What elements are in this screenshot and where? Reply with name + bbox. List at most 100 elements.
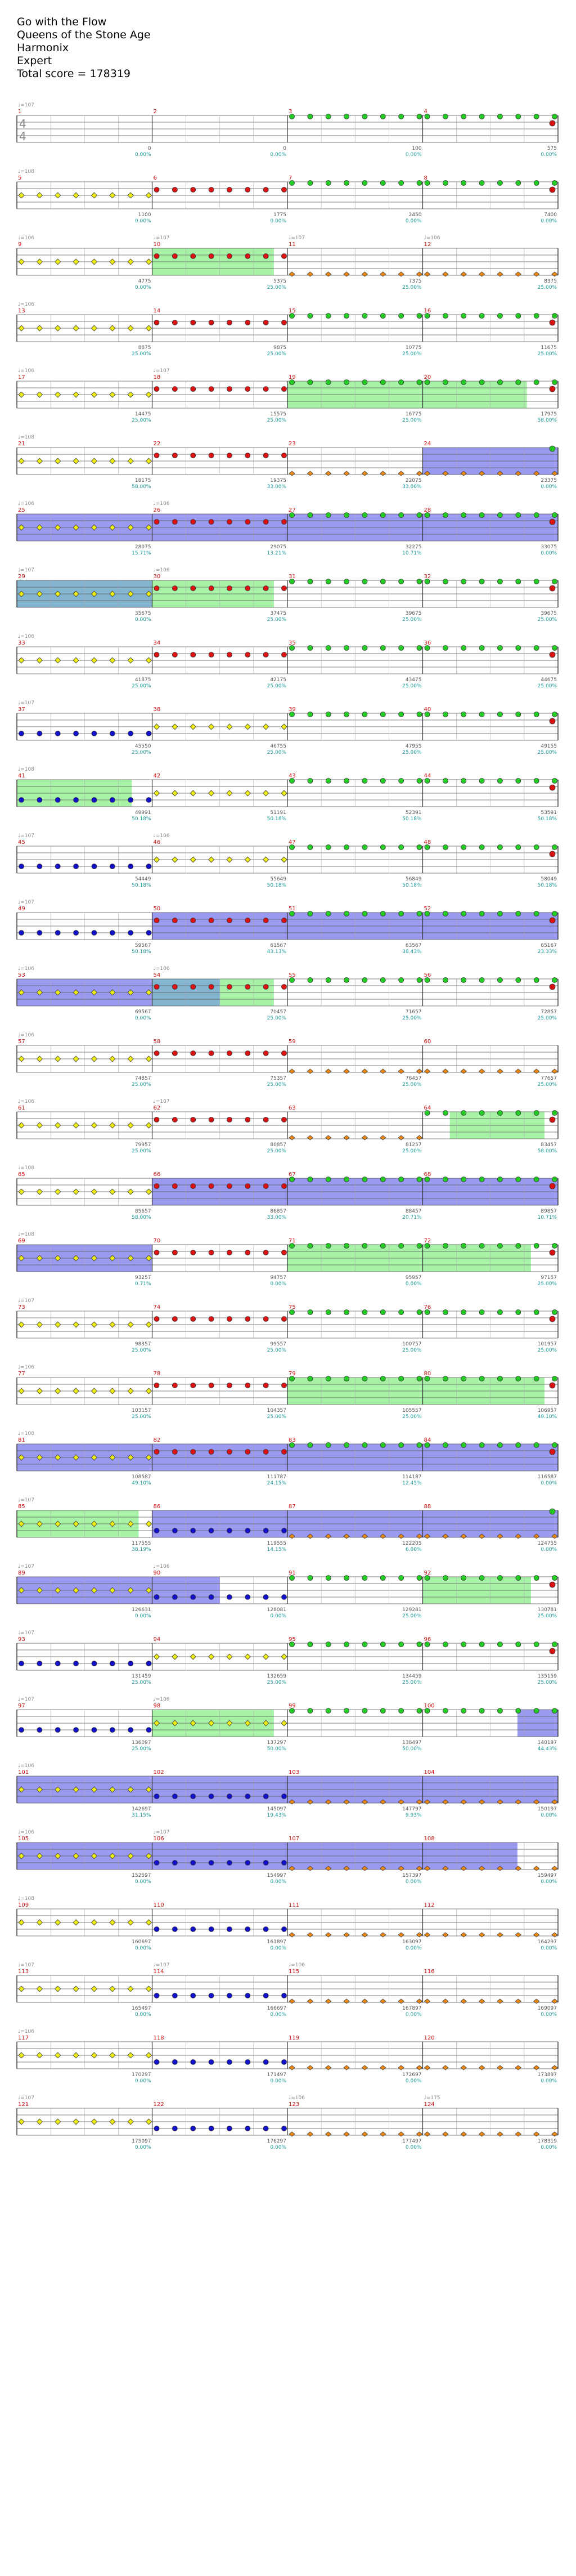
- yellow-note: [109, 458, 116, 464]
- measure-number: 69: [18, 1238, 25, 1244]
- orange-note: [398, 1068, 404, 1074]
- bpm-marker: ♩=107: [154, 368, 170, 374]
- orange-note: [361, 1932, 368, 1938]
- yellow-note: [36, 391, 43, 398]
- yellow-note: [145, 1388, 152, 1394]
- green-note: [461, 579, 467, 584]
- blue-note: [154, 1926, 160, 1932]
- yellow-note: [73, 1587, 79, 1594]
- measure-percent: 0.00%: [135, 617, 151, 623]
- measure-percent: 23.33%: [538, 949, 557, 955]
- green-note: [461, 1575, 467, 1581]
- green-note: [289, 778, 295, 784]
- measure-score: 76457: [406, 1076, 422, 1081]
- yellow-note: [18, 325, 25, 332]
- yellow-note: [109, 2118, 116, 2125]
- red-note: [154, 1117, 160, 1122]
- green-note: [424, 844, 430, 850]
- measure-percent: 33.00%: [267, 484, 287, 490]
- green-note: [515, 844, 521, 850]
- red-note: [281, 585, 287, 591]
- bpm-marker: ♩=108: [18, 1431, 34, 1437]
- measure-score: 7375: [409, 279, 422, 284]
- yellow-note: [109, 1520, 116, 1527]
- green-note: [398, 114, 404, 119]
- blue-note: [245, 2126, 251, 2131]
- green-note: [424, 1376, 430, 1381]
- green-note: [552, 512, 557, 518]
- measure-score: 104357: [267, 1408, 286, 1414]
- red-note: [154, 1250, 160, 1255]
- bpm-marker: ♩=106: [18, 1830, 34, 1835]
- blue-note: [281, 1860, 287, 1866]
- orange-note: [398, 271, 404, 277]
- green-note: [380, 1309, 386, 1315]
- green-note: [424, 1110, 430, 1116]
- green-note: [497, 512, 503, 518]
- orange-note: [442, 271, 449, 277]
- yellow-note: [36, 1985, 43, 1992]
- measure-number: 6: [154, 175, 157, 181]
- yellow-note: [73, 1321, 79, 1328]
- green-note: [307, 1309, 313, 1315]
- yellow-note: [145, 458, 152, 464]
- bpm-marker: ♩=106: [18, 1365, 34, 1370]
- measure-score: 10775: [406, 345, 422, 351]
- blue-note: [281, 1528, 287, 1533]
- measure-percent: 0.00%: [135, 1613, 151, 1619]
- yellow-note: [73, 1388, 79, 1394]
- measure-score: 44675: [541, 677, 557, 683]
- bpm-marker: ♩=106: [18, 966, 34, 972]
- measure-percent: 25.00%: [132, 683, 151, 689]
- measure-number: 28: [424, 507, 431, 513]
- measure-number: 42: [154, 773, 161, 779]
- orange-note: [442, 471, 449, 476]
- orange-note: [551, 2065, 558, 2070]
- orange-note: [478, 471, 485, 476]
- measure-percent: 25.00%: [402, 750, 422, 755]
- green-note: [442, 844, 448, 850]
- yellow-note: [172, 1653, 178, 1660]
- blue-note: [190, 2059, 196, 2065]
- green-note: [442, 1442, 448, 1448]
- red-note: [172, 1316, 178, 1322]
- orange-note: [416, 271, 423, 277]
- orange-note: [497, 471, 503, 476]
- orange-note: [343, 271, 350, 277]
- yellow-note: [153, 790, 160, 797]
- green-note: [362, 180, 368, 186]
- green-note: [398, 1575, 404, 1581]
- measure-number: 17: [18, 374, 25, 381]
- measure-score: 100: [412, 146, 421, 151]
- green-note: [552, 180, 557, 186]
- measure-number: 4: [424, 109, 428, 115]
- green-note: [344, 379, 349, 385]
- blue-note: [245, 1993, 251, 1998]
- measure-number: 56: [424, 972, 431, 978]
- red-note: [227, 585, 232, 591]
- green-note: [515, 1309, 521, 1315]
- yellow-note: [55, 591, 61, 597]
- yellow-note: [226, 790, 233, 797]
- green-note: [344, 579, 349, 584]
- measure-percent: 0.00%: [135, 218, 151, 224]
- green-note: [442, 778, 448, 784]
- measure-score: 81257: [406, 1142, 422, 1148]
- measure-number: 26: [154, 507, 161, 513]
- measure-percent: 10.71%: [538, 1215, 557, 1220]
- green-note: [533, 512, 539, 518]
- measure-number: 70: [154, 1238, 161, 1244]
- red-note: [263, 1250, 269, 1255]
- red-note: [208, 1117, 214, 1122]
- red-note: [154, 1050, 160, 1056]
- green-note: [461, 379, 467, 385]
- green-note: [461, 114, 467, 119]
- yellow-note: [244, 1653, 251, 1660]
- yellow-note: [109, 1056, 116, 1062]
- blue-note: [172, 1993, 178, 1998]
- green-note: [362, 1442, 368, 1448]
- blue-note: [91, 930, 97, 936]
- orange-note: [515, 2131, 521, 2137]
- green-note: [497, 844, 503, 850]
- green-note: [344, 313, 349, 319]
